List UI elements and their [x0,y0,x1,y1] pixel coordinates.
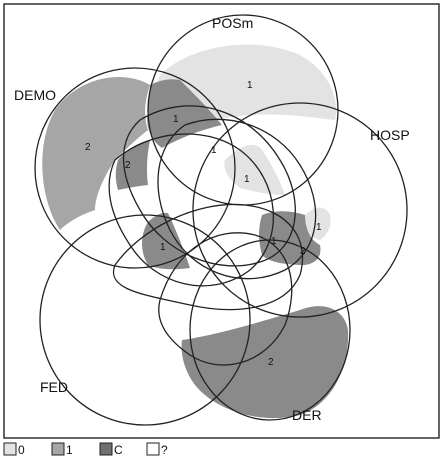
legend-swatch-unknown [146,442,160,456]
outline-petal-3 [157,118,317,280]
count-demo-only: 2 [85,142,91,153]
count-demo-fed: 2 [125,160,131,171]
count-hosp-der-a: 1 [271,236,277,247]
count-fed-demo-der: 1 [160,242,166,253]
label-der: DER [292,407,322,423]
count-posm-only: 1 [247,80,253,91]
label-fed: FED [40,379,68,395]
label-posm: POSm [212,15,253,31]
outline-petal-5 [158,232,293,366]
region-posm-demo [147,79,222,148]
outline-petal-1 [122,105,296,267]
outline-demo [34,67,236,269]
region-demo-fed [115,140,150,190]
region-counts: 1 2 1 2 1 1 1 1 2 1 2 [85,80,322,368]
count-der-only: 2 [268,357,274,368]
shaded-regions [42,44,349,419]
count-center-right: 1 [244,174,250,185]
legend-label-c: C [114,443,123,457]
region-hosp-posm [305,207,331,240]
legend-label-1: 1 [66,443,73,457]
outline-hosp [192,102,408,318]
label-demo: DEMO [14,87,56,103]
legend: 0 1 C ? [3,442,168,457]
outline-fed [39,214,251,426]
set-labels: POSm DEMO HOSP FED DER [14,15,410,423]
outline-petal-4 [112,203,304,311]
region-demo-only [42,77,150,230]
legend-label-0: 0 [18,443,25,457]
region-center-right [224,144,285,195]
count-posm-demo: 1 [173,114,179,125]
legend-swatch-1 [51,442,65,456]
count-center-top: 1 [211,145,217,156]
legend-swatch-c [99,442,113,456]
legend-label-unknown: ? [161,443,168,457]
label-hosp: HOSP [370,127,410,143]
legend-swatch-0 [3,442,17,456]
outline-petal-2 [108,133,275,287]
count-hosp-posm: 1 [316,222,322,233]
count-hosp-der-b: 2 [300,246,306,257]
set-outlines [34,14,408,426]
